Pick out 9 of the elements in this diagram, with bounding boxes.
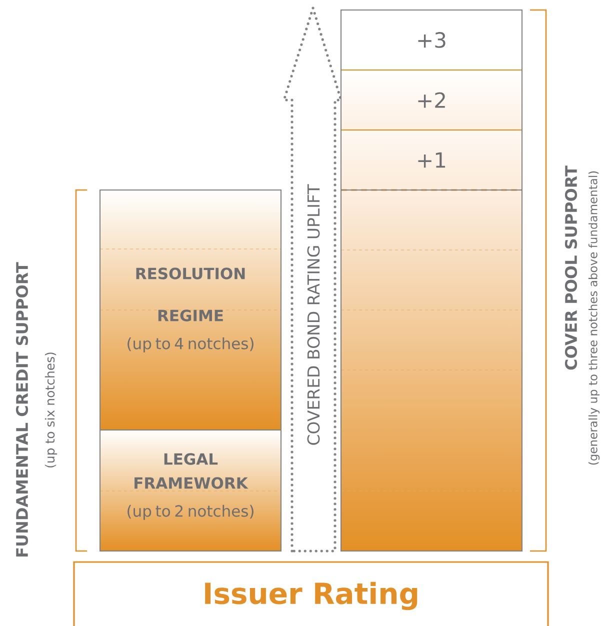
notch-cell: +1 [340,130,522,168]
side-note: (up to six notches) [44,352,58,468]
rating-box: Issuer Rating [73,561,549,626]
notch-cell: +2 [340,70,522,108]
notch-cell: +3 [418,32,446,48]
side-note: (generally up to three notches above fundamental) [588,171,600,465]
side-heading: FUNDAMENTAL CREDIT SUPPORT [16,262,28,556]
side-heading: COVER POOL SUPPORT [564,166,578,370]
notch-box: LEGAL FRAMEWORK (up to 2 notches) [100,430,282,552]
